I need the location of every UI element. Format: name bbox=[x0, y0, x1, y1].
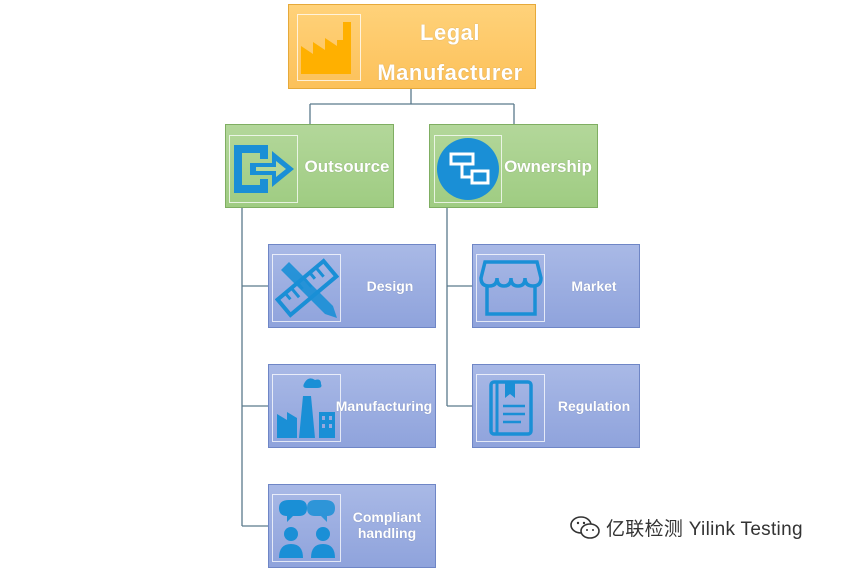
node-market: Market bbox=[472, 244, 640, 328]
wechat-icon bbox=[570, 515, 600, 539]
compliant-label-line2: handling bbox=[357, 525, 417, 542]
watermark: 亿联检测 Yilink Testing bbox=[570, 514, 803, 541]
ruler-pencil-icon bbox=[272, 254, 341, 322]
node-ownership-label: Ownership bbox=[504, 157, 592, 176]
compliant-label-line1: Compliant bbox=[352, 509, 422, 525]
node-legal-manufacturer: Legal Manufacturer bbox=[288, 4, 536, 89]
root-label-line1: Legal bbox=[420, 20, 480, 45]
node-manufacturing-label: Manufacturing bbox=[335, 398, 433, 414]
node-design-label: Design bbox=[366, 278, 414, 294]
node-legal-manufacturer-label: Legal Manufacturer bbox=[365, 13, 535, 93]
node-regulation-label: Regulation bbox=[557, 398, 631, 414]
node-design: Design bbox=[268, 244, 436, 328]
storefront-icon bbox=[476, 254, 545, 322]
node-ownership: Ownership bbox=[429, 124, 598, 208]
conversation-icon bbox=[272, 494, 341, 562]
watermark-text: 亿联检测 Yilink Testing bbox=[606, 519, 803, 540]
industry-icon bbox=[272, 374, 341, 442]
node-regulation: Regulation bbox=[472, 364, 640, 448]
organization-icon bbox=[434, 135, 502, 203]
node-compliant-handling: Compliant handling bbox=[268, 484, 436, 568]
node-market-label: Market bbox=[571, 278, 617, 294]
node-outsource-label: Outsource bbox=[304, 157, 390, 176]
root-label-line2: Manufacturer bbox=[377, 60, 523, 85]
node-compliant-handling-label: Compliant handling bbox=[341, 509, 433, 541]
node-manufacturing: Manufacturing bbox=[268, 364, 436, 448]
factory-icon bbox=[297, 14, 361, 81]
node-outsource: Outsource bbox=[225, 124, 394, 208]
export-arrow-icon bbox=[229, 135, 298, 203]
document-bookmark-icon bbox=[476, 374, 545, 442]
